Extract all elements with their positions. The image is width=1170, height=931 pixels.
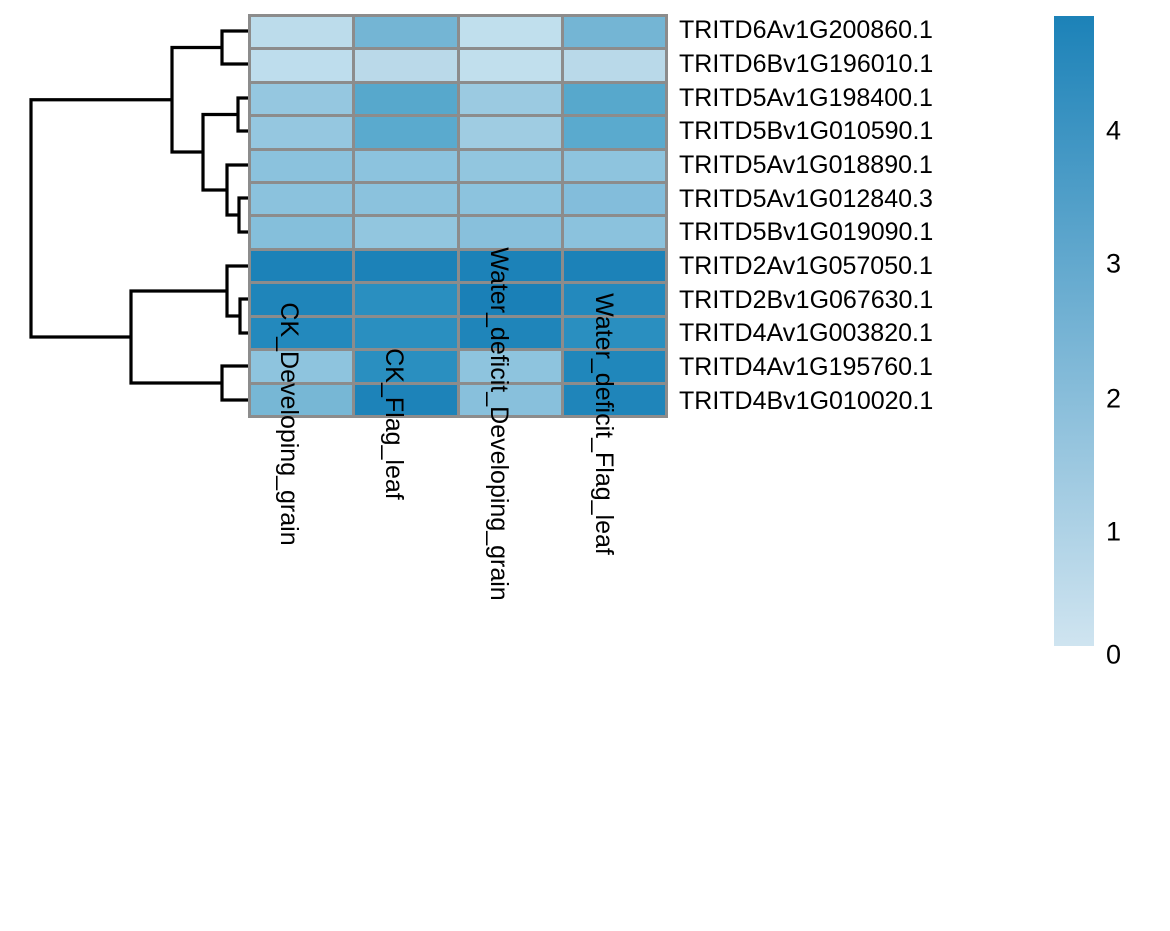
heatmap-cell xyxy=(563,284,665,315)
dendro-node-root xyxy=(29,98,172,339)
row-label: TRITD6Av1G200860.1 xyxy=(679,16,933,45)
row-label: TRITD5Bv1G010590.1 xyxy=(679,117,934,146)
heatmap-cell xyxy=(563,184,665,215)
heatmap-cell xyxy=(563,217,665,248)
dendro-node-upper-clade xyxy=(170,45,222,154)
column-label: Water_deficit_Flag_leaf xyxy=(589,293,618,555)
column-label-list: CK_Developing_grain CK_Flag_leaf Water_def… xyxy=(248,247,668,900)
colorbar-tick-label: 3 xyxy=(1106,248,1122,279)
heatmap-cell xyxy=(251,250,353,282)
colorbar-tick-label: 4 xyxy=(1106,115,1122,146)
dendro-node-r6r7 xyxy=(237,196,248,234)
column-label: CK_Flag_leaf xyxy=(379,348,408,500)
colorbar-gradient xyxy=(1054,16,1094,646)
heatmap-cell xyxy=(563,150,665,182)
dendro-node-r1r2 xyxy=(220,29,248,66)
heatmap-cell xyxy=(563,50,665,81)
dendro-node-r11r12 xyxy=(220,364,248,402)
heatmap-cell xyxy=(459,384,561,415)
heatmap-cell xyxy=(459,83,561,115)
heatmap-cell xyxy=(459,284,561,315)
dendro-node-upper-lower xyxy=(201,112,238,192)
heatmap-cell xyxy=(563,17,665,48)
dendro-node-r3r4 xyxy=(236,96,248,133)
colorbar-tick-label: 1 xyxy=(1106,516,1122,547)
heatmap-cell xyxy=(459,50,561,81)
heatmap-cell xyxy=(251,284,353,315)
heatmap-cell xyxy=(459,250,561,282)
column-label-slot: CK_Developing_grain xyxy=(248,302,353,900)
heatmap-cell xyxy=(563,384,665,415)
heatmap-cell xyxy=(355,217,457,248)
row-label: TRITD2Av1G057050.1 xyxy=(679,252,933,281)
heatmap-cell xyxy=(459,351,561,382)
row-label: TRITD4Av1G003820.1 xyxy=(679,319,933,348)
heatmap-cell xyxy=(251,150,353,182)
heatmap-cell xyxy=(355,250,457,282)
row-label: TRITD5Av1G012840.3 xyxy=(679,184,933,213)
row-dendrogram xyxy=(29,29,248,402)
heatmap-cell xyxy=(251,384,353,415)
row-label: TRITD5Av1G198400.1 xyxy=(679,83,933,112)
row-label: TRITD5Bv1G019090.1 xyxy=(679,218,934,247)
heatmap-cell xyxy=(355,117,457,148)
heatmap-cell xyxy=(251,317,353,349)
row-label: TRITD6Bv1G196010.1 xyxy=(679,50,934,78)
dendro-node-r9r10 xyxy=(238,297,248,335)
row-label: TRITD4Bv1G010020.1 xyxy=(679,386,934,415)
heatmap-cell xyxy=(251,17,353,48)
heatmap-cell xyxy=(355,284,457,315)
dendro-node-r8-r9r10 xyxy=(225,264,248,318)
heatmap-cell xyxy=(355,351,457,382)
dendro-node-lower-clade xyxy=(129,289,227,385)
heatmap-cell xyxy=(459,217,561,248)
colorbar-tick-label: 0 xyxy=(1106,639,1122,670)
colorbar: 4 3 2 1 0 xyxy=(1054,16,1164,668)
column-label: Water_deficit_Developing_grain xyxy=(484,247,513,601)
heatmap-cell xyxy=(355,184,457,215)
heatmap-cell xyxy=(459,117,561,148)
column-label-slot: Water_deficit_Developing_grain xyxy=(458,247,563,900)
heatmap-cell xyxy=(355,384,457,415)
row-label: TRITD5Av1G018890.1 xyxy=(679,151,933,180)
column-label-slot: CK_Flag_leaf xyxy=(353,348,458,900)
heatmap-grid xyxy=(248,14,668,418)
row-label: TRITD2Bv1G067630.1 xyxy=(679,285,934,314)
heatmap-cell xyxy=(459,184,561,215)
heatmap-cell xyxy=(459,17,561,48)
heatmap-cell xyxy=(355,317,457,349)
heatmap-cell xyxy=(563,317,665,349)
heatmap-cell xyxy=(251,83,353,115)
heatmap-cell xyxy=(355,150,457,182)
heatmap-cell xyxy=(563,351,665,382)
column-label: CK_Developing_grain xyxy=(274,302,303,546)
heatmap-cell xyxy=(251,217,353,248)
heatmap-cell xyxy=(563,250,665,282)
heatmap-cell xyxy=(355,17,457,48)
row-label: TRITD4Av1G195760.1 xyxy=(679,353,933,382)
heatmap-cell xyxy=(459,150,561,182)
heatmap-cell xyxy=(563,83,665,115)
column-label-slot: Water_deficit_Flag_leaf xyxy=(563,293,668,900)
heatmap-cell xyxy=(251,50,353,81)
colorbar-tick-label: 2 xyxy=(1106,383,1122,414)
heatmap-cell xyxy=(355,50,457,81)
heatmap-cell xyxy=(251,184,353,215)
heatmap-cell xyxy=(355,83,457,115)
heatmap-cell xyxy=(563,117,665,148)
heatmap-cell xyxy=(459,317,561,349)
heatmap-cell xyxy=(251,351,353,382)
heatmap-cell xyxy=(251,117,353,148)
